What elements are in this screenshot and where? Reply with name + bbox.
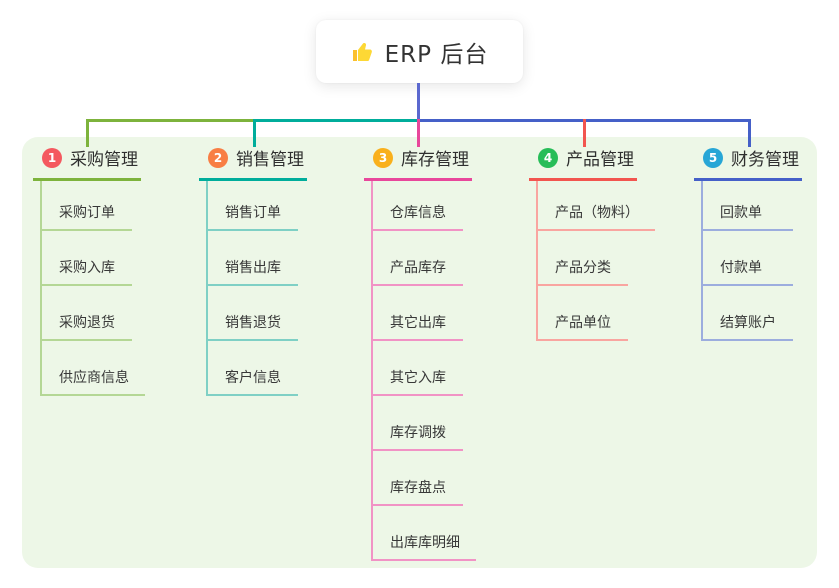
- sub-item-label: 销售出库: [225, 260, 281, 276]
- branch-sub-list: 回款单付款单结算账户: [701, 181, 793, 341]
- sub-item[interactable]: 库存盘点: [373, 451, 463, 506]
- sub-item[interactable]: 仓库信息: [373, 181, 463, 231]
- branch-label: 销售管理: [236, 150, 304, 170]
- sub-item[interactable]: 出库库明细: [373, 506, 476, 561]
- branch-1: 1 采购管理 采购订单采购入库采购退货供应商信息: [33, 145, 145, 396]
- sub-item-label: 产品库存: [390, 260, 446, 276]
- sub-item[interactable]: 其它出库: [373, 286, 463, 341]
- sub-item[interactable]: 采购退货: [42, 286, 132, 341]
- branch-label: 库存管理: [401, 150, 469, 170]
- sub-item-label: 库存调拨: [390, 425, 446, 441]
- branch-number-badge: 2: [208, 147, 228, 168]
- sub-item-label: 采购入库: [59, 260, 115, 276]
- sub-item-label: 供应商信息: [59, 370, 129, 386]
- sub-item-label: 产品单位: [555, 315, 611, 331]
- branch-sub-list: 仓库信息产品库存其它出库其它入库库存调拨库存盘点出库库明细: [371, 181, 476, 561]
- drop-line-5: [748, 119, 751, 147]
- root-node-erp[interactable]: ERP 后台: [316, 20, 523, 83]
- sub-item-label: 客户信息: [225, 370, 281, 386]
- sub-item-label: 回款单: [720, 205, 762, 221]
- branch-header[interactable]: 1 采购管理: [33, 145, 141, 181]
- branch-header[interactable]: 5 财务管理: [694, 145, 802, 181]
- hline-branch-1: [86, 119, 253, 122]
- sub-item-label: 结算账户: [720, 315, 776, 331]
- sub-item-label: 销售退货: [225, 315, 281, 331]
- branches-panel: [22, 137, 817, 568]
- branch-number-badge: 5: [703, 147, 723, 168]
- sub-item[interactable]: 销售出库: [208, 231, 298, 286]
- sub-item[interactable]: 付款单: [703, 231, 793, 286]
- sub-item-label: 付款单: [720, 260, 762, 276]
- branch-number-badge: 3: [373, 147, 393, 168]
- sub-item[interactable]: 供应商信息: [42, 341, 145, 396]
- sub-item-label: 产品分类: [555, 260, 611, 276]
- sub-item-label: 采购退货: [59, 315, 115, 331]
- sub-item[interactable]: 采购订单: [42, 181, 132, 231]
- sub-item[interactable]: 采购入库: [42, 231, 132, 286]
- sub-item[interactable]: 产品（物料）: [538, 181, 655, 231]
- sub-item-label: 其它出库: [390, 315, 446, 331]
- root-node-label: ERP 后台: [384, 41, 489, 68]
- sub-item[interactable]: 其它入库: [373, 341, 463, 396]
- branch-label: 采购管理: [70, 150, 138, 170]
- branch-header[interactable]: 3 库存管理: [364, 145, 472, 181]
- sub-item-label: 库存盘点: [390, 480, 446, 496]
- branch-2: 2 销售管理 销售订单销售出库销售退货客户信息: [199, 145, 307, 396]
- trunk-line: [417, 83, 420, 122]
- sub-item-label: 采购订单: [59, 205, 115, 221]
- sub-item-label: 出库库明细: [390, 535, 460, 551]
- branch-4: 4 产品管理 产品（物料） 产品分类产品单位: [529, 145, 655, 341]
- sub-item[interactable]: 结算账户: [703, 286, 793, 341]
- branch-sub-list: 销售订单销售出库销售退货客户信息: [206, 181, 298, 396]
- sub-item[interactable]: 回款单: [703, 181, 793, 231]
- drop-line-1: [86, 119, 89, 147]
- branch-header[interactable]: 4 产品管理: [529, 145, 637, 181]
- branch-5: 5 财务管理 回款单付款单结算账户: [694, 145, 802, 341]
- drop-line-4: [583, 119, 586, 147]
- sub-item-label: 产品（物料）: [555, 205, 639, 221]
- sub-item[interactable]: 库存调拨: [373, 396, 463, 451]
- hline-branch-2: [253, 119, 417, 122]
- sub-item[interactable]: 产品单位: [538, 286, 628, 341]
- branch-header[interactable]: 2 销售管理: [199, 145, 307, 181]
- sub-item-label: 销售订单: [225, 205, 281, 221]
- branch-label: 财务管理: [731, 150, 799, 170]
- sub-item-label: 其它入库: [390, 370, 446, 386]
- branch-number-badge: 1: [42, 147, 62, 168]
- branch-3: 3 库存管理 仓库信息产品库存其它出库其它入库库存调拨库存盘点出库库明细: [364, 145, 476, 561]
- drop-line-2: [253, 119, 256, 147]
- sub-item[interactable]: 销售订单: [208, 181, 298, 231]
- branch-sub-list: 采购订单采购入库采购退货供应商信息: [40, 181, 145, 396]
- sub-item[interactable]: 产品分类: [538, 231, 628, 286]
- sub-item-label: 仓库信息: [390, 205, 446, 221]
- drop-line-3: [417, 119, 420, 147]
- sub-item[interactable]: 销售退货: [208, 286, 298, 341]
- branch-sub-list: 产品（物料） 产品分类产品单位: [536, 181, 655, 341]
- sub-item[interactable]: 产品库存: [373, 231, 463, 286]
- branch-number-badge: 4: [538, 147, 558, 168]
- branch-label: 产品管理: [566, 150, 634, 170]
- sub-item[interactable]: 客户信息: [208, 341, 298, 396]
- thumbs-up-icon: [351, 40, 375, 64]
